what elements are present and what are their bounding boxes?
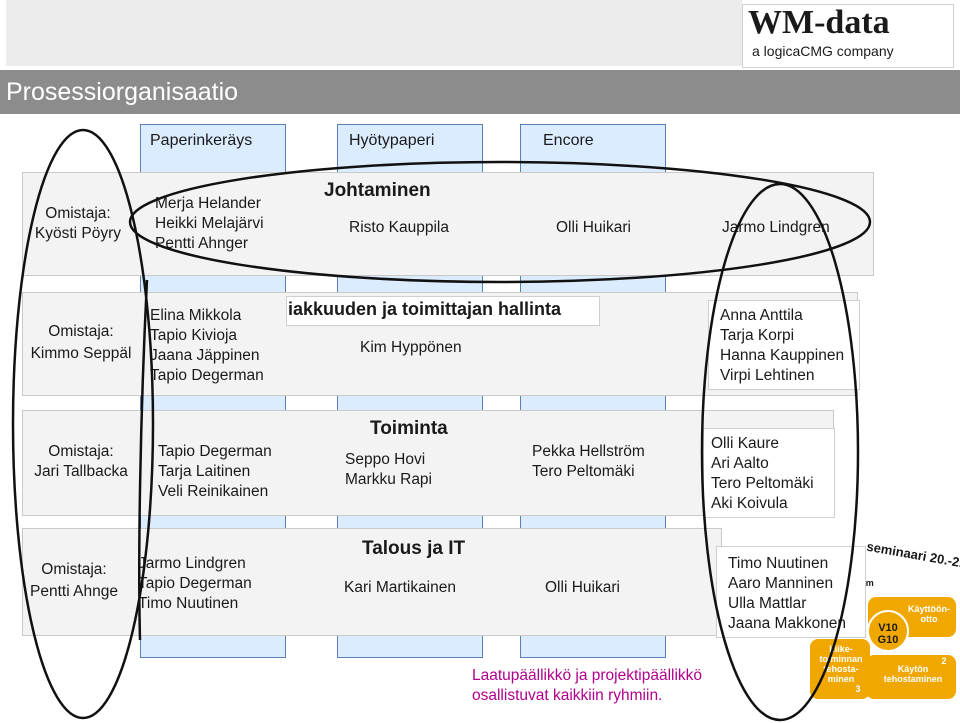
person: Heikki Melajärvi: [155, 215, 264, 232]
group-heading: Talous ja IT: [362, 538, 466, 559]
person: Veli Reinikainen: [158, 483, 269, 500]
row-toiminta: [22, 410, 834, 516]
person: Olli Huikari: [556, 219, 631, 236]
column-label-1: Paperinkeräys: [150, 132, 253, 149]
person: Tero Peltomäki: [711, 475, 814, 492]
owner-name: Jari Tallbacka: [34, 463, 128, 480]
person: Kari Martikainen: [344, 579, 456, 596]
person: Timo Nuutinen: [138, 595, 239, 612]
note-line-1: Laatupäällikkö ja projektipäällikkö: [472, 667, 703, 684]
person: Tarja Laitinen: [158, 463, 251, 480]
group-heading: Toiminta: [370, 418, 448, 439]
person: Elina Mikkola: [150, 307, 242, 324]
person: Aaro Manninen: [728, 575, 834, 592]
person: Tapio Degerman: [150, 367, 264, 384]
seminar-item: V10 G10: [877, 622, 899, 646]
person: Pekka Hellström: [532, 443, 645, 460]
seminar-item: Liike-toiminnan tehosta-minen: [819, 644, 863, 684]
person: Jarmo Lindgren: [138, 555, 246, 572]
person: Merja Helander: [155, 195, 261, 212]
person: Risto Kauppila: [349, 219, 449, 236]
note-line-2: osallistuvat kaikkiin ryhmiin.: [472, 687, 663, 704]
person: Timo Nuutinen: [728, 555, 829, 572]
person: Tapio Degerman: [158, 443, 272, 460]
seminar-item: Käytön tehostaminen: [883, 664, 943, 684]
logo-text: WM-data: [748, 4, 890, 41]
owner-name: Kimmo Seppäl: [30, 345, 132, 362]
logo-subtext: a logicaCMG company: [752, 43, 894, 59]
person: Jaana Jäppinen: [150, 347, 260, 364]
person: Pentti Ahnger: [155, 235, 249, 252]
seminar-number: 3: [855, 684, 861, 694]
header-band: [6, 0, 742, 66]
person: Olli Kaure: [711, 435, 780, 452]
column-label-3: Encore: [543, 132, 594, 149]
person: Jarmo Lindgren: [722, 219, 830, 236]
note-text: Laatupäällikkö ja projektipäällikkö osal…: [472, 666, 702, 706]
badge-kayton-tehostaminen: [866, 655, 956, 699]
seminar-item: Käyttöön-otto: [908, 604, 950, 624]
person: Markku Rapi: [345, 471, 432, 488]
seminar-number: 2: [941, 656, 947, 666]
person: Ari Aalto: [711, 455, 769, 472]
group-heading: Johtaminen: [324, 180, 431, 201]
owner-label: Omistaja:: [41, 561, 107, 578]
owner-label: Omistaja:: [48, 323, 114, 340]
logo: [742, 4, 954, 68]
group-heading: iakkuuden ja toimittajan hallinta: [288, 299, 562, 319]
person: Tero Peltomäki: [532, 463, 635, 480]
person: Virpi Lehtinen: [720, 367, 815, 384]
person: Aki Koivula: [711, 495, 788, 512]
person: Tarja Korpi: [720, 327, 795, 344]
person: Kim Hyppönen: [360, 339, 462, 356]
owner-name: Kyösti Pöyry: [34, 225, 122, 242]
person: Tapio Kivioja: [150, 327, 238, 344]
owner-label: Omistaja:: [48, 443, 114, 460]
person: Anna Anttila: [720, 307, 803, 324]
person: Jaana Makkonen: [728, 615, 847, 632]
badge-v10: [867, 610, 909, 652]
title-bar: [0, 70, 960, 114]
person: Tapio Degerman: [138, 575, 252, 592]
owner-label: Omistaja:: [45, 205, 111, 222]
heading-box: [286, 296, 600, 326]
column-label-2: Hyötypaperi: [349, 132, 435, 149]
page-title: Prosessiorganisaatio: [6, 78, 239, 106]
owner-name: Pentti Ahnge: [30, 583, 118, 600]
person: Hanna Kauppinen: [720, 347, 845, 364]
person: Olli Huikari: [545, 579, 620, 596]
person: Ulla Mattlar: [728, 595, 807, 612]
person: Seppo Hovi: [345, 451, 426, 468]
